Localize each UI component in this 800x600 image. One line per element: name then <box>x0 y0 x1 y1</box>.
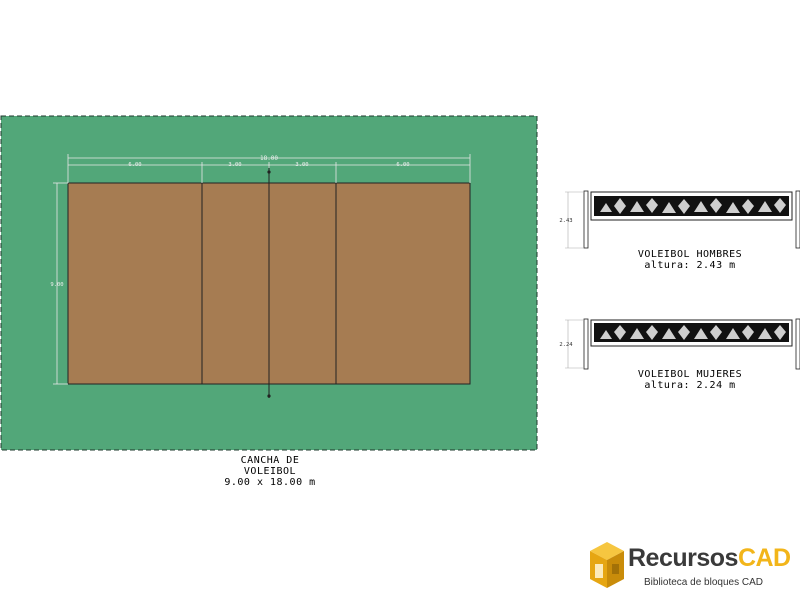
net-men-title: VOLEIBOL HOMBRES <box>637 249 743 260</box>
dim-segment-label: 6.00 <box>128 162 141 168</box>
court-title-line2: VOLEIBOL <box>243 466 297 477</box>
net-women-title: VOLEIBOL MUJERES <box>637 369 743 380</box>
dim-total-label: 18.00 <box>260 155 278 162</box>
dim-width-label: 9.00 <box>50 282 63 288</box>
dim-segment-label: 6.00 <box>396 162 409 168</box>
court-title-line3: 9.00 x 18.00 m <box>224 477 316 488</box>
dim-segment-label: 3.00 <box>228 162 241 168</box>
center-marker-top <box>267 170 271 174</box>
net-men-subtitle: altura: 2.43 m <box>644 260 736 271</box>
net-women-caption: VOLEIBOL MUJERES altura: 2.24 m <box>600 369 780 391</box>
net-women-drawing <box>565 318 800 370</box>
dimension-width <box>53 182 68 385</box>
center-marker-bottom <box>267 394 271 398</box>
brand-tagline: Biblioteca de bloques CAD <box>644 577 763 588</box>
court-caption: CANCHA DE VOLEIBOL 9.00 x 18.00 m <box>170 455 370 488</box>
brand-name-part1: Recursos <box>628 544 738 572</box>
dim-segment-label: 3.00 <box>295 162 308 168</box>
net-men-caption: VOLEIBOL HOMBRES altura: 2.43 m <box>600 249 780 271</box>
brand-logo: RecursosCAD Biblioteca de bloques CAD <box>588 538 798 596</box>
net-men-height-dim: 2.43 <box>559 218 572 224</box>
brand-cube-icon <box>590 542 624 588</box>
brand-name: RecursosCAD <box>628 544 791 572</box>
net-men-drawing <box>565 190 800 249</box>
court-title-line1: CANCHA DE <box>240 455 300 466</box>
dimension-length <box>67 154 471 183</box>
net-women-subtitle: altura: 2.24 m <box>644 380 736 391</box>
net-women-height-dim: 2.24 <box>559 342 573 348</box>
brand-name-part2: CAD <box>737 544 791 572</box>
